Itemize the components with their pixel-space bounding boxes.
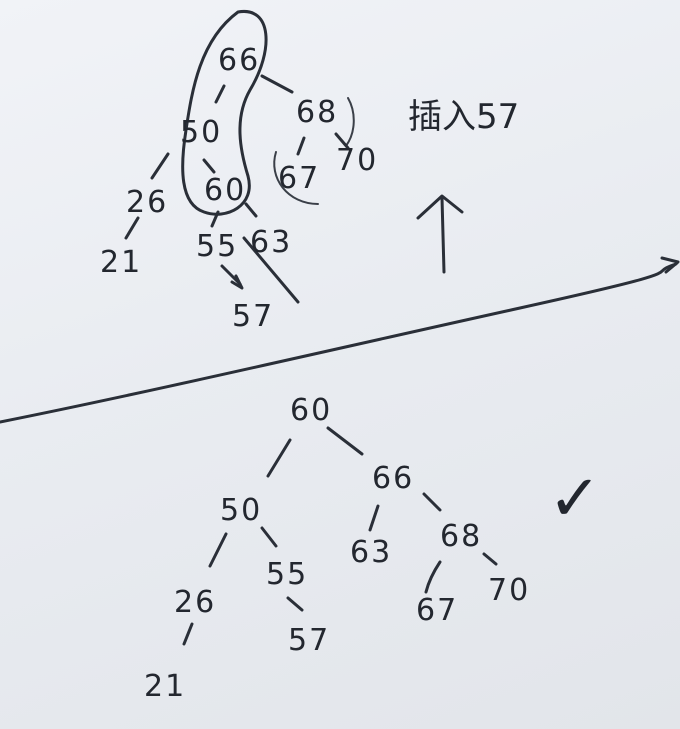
node-67: 67 [278,161,320,196]
node-60: 60 [290,393,332,428]
node-26: 26 [174,585,216,620]
edge-26-21 [182,622,194,646]
node-21: 21 [144,669,186,704]
edge-26-21 [124,216,140,240]
up-arrow-shaft [440,196,446,274]
rotation-loop [181,10,268,216]
edge-66-68 [422,492,442,512]
node-50: 50 [180,115,222,150]
node-50: 50 [220,493,262,528]
node-66: 66 [218,43,260,78]
node-68: 68 [296,95,338,130]
edge-68-70 [334,132,350,150]
node-57: 57 [288,623,330,658]
node-26: 26 [126,185,168,220]
node-60: 60 [204,173,246,208]
node-63: 63 [350,535,392,570]
up-arrow-head [416,194,464,220]
edge-60-63 [244,202,258,218]
edge-66-68 [260,74,294,94]
checkmark-icon: ✓ [548,462,602,536]
edge-50-26 [208,532,228,568]
divider-line [0,262,678,424]
edge-68-67 [296,136,306,156]
edge-60-66 [326,426,364,456]
edge-66-63 [368,504,380,532]
edge-55-57 [286,596,304,612]
before-tree: 66 50 68 60 26 67 70 21 55 63 57 插入57 [100,10,519,334]
edge-68-70 [482,552,498,566]
edge-50-60 [202,158,216,174]
node-70: 70 [336,143,378,178]
node-67: 67 [416,593,458,628]
node-57: 57 [232,299,274,334]
edge-60-50 [266,438,292,478]
strike-line [242,236,300,304]
edge-60-55 [210,210,220,228]
node-21: 21 [100,245,142,280]
edge-50-55 [260,526,278,548]
divider-arrow-tip [660,256,680,274]
subtree-arc [273,151,319,205]
node-63: 63 [250,225,292,260]
edge-50-26 [150,152,170,180]
node-55: 55 [196,229,238,264]
insert-note: 插入57 [408,97,519,137]
node-70: 70 [488,573,530,608]
edge-66-50 [214,84,226,104]
after-tree: 60 50 66 26 55 63 68 21 57 67 70 ✓ [144,393,602,704]
arrowhead-57 [230,274,244,290]
node-55: 55 [266,557,308,592]
node-66: 66 [372,461,414,496]
node-68: 68 [440,519,482,554]
edge-68-67 [424,560,442,594]
subtree-bracket [345,97,355,147]
